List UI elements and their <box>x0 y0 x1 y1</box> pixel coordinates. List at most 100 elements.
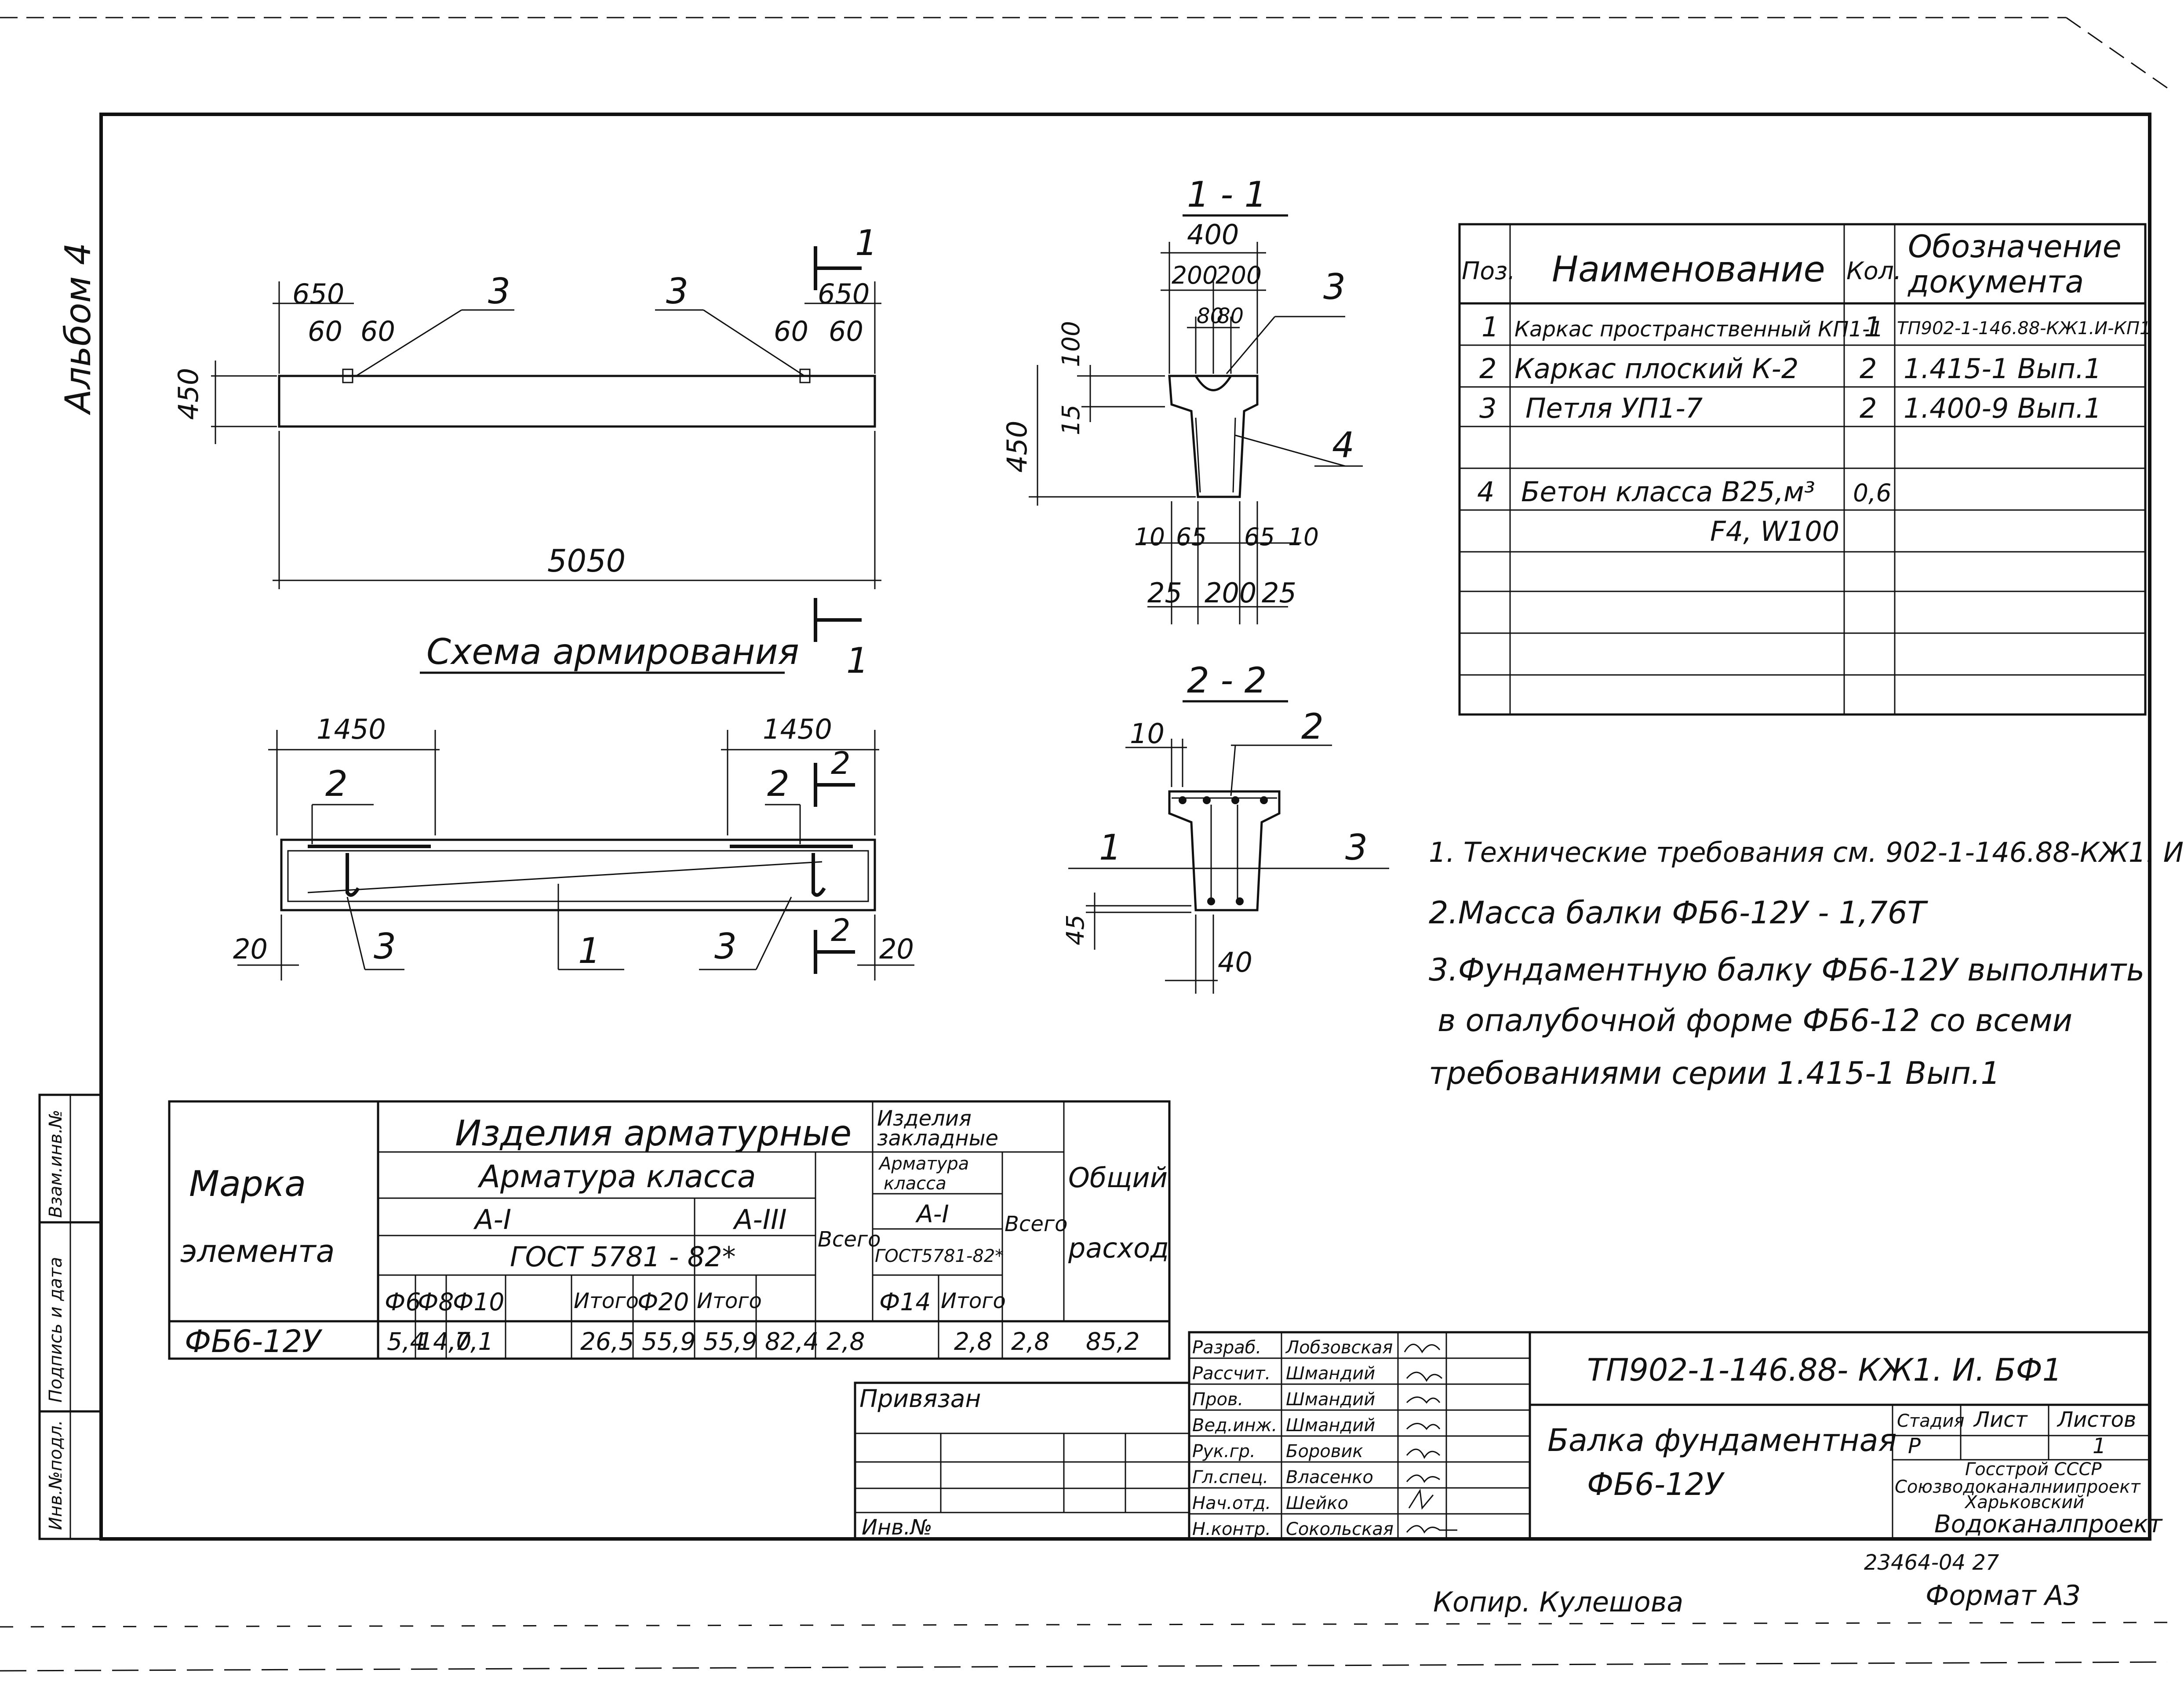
dim-height-450: 450 <box>172 368 204 420</box>
section-2-2-drawing <box>1068 739 1389 994</box>
spec-r3-name: Петля УП1-7 <box>1525 392 1703 424</box>
steel-emb-class-1: Арматура <box>878 1154 969 1174</box>
steel-emb-total: Всего <box>1005 1212 1067 1236</box>
spec-r6-name: F4, W100 <box>1710 515 1839 547</box>
steel-col-total1: Итого <box>574 1289 639 1313</box>
tb-name-7: Шейко <box>1286 1493 1348 1513</box>
steel-embedded-2: закладные <box>877 1126 998 1151</box>
spec-r5-qty: 0,6 <box>1853 479 1891 507</box>
spec-r1-pos: 1 <box>1481 311 1499 343</box>
tb-stage: Р <box>1908 1434 1921 1458</box>
steel-overall-1: Общий <box>1068 1162 1168 1194</box>
tb-sheets-h: Листов <box>2057 1407 2136 1432</box>
s11-pos-4: 4 <box>1332 425 1354 466</box>
tb-name-1: Лобзовская <box>1285 1338 1393 1358</box>
footer-doc-no: 23464-04 27 <box>1864 1550 1999 1575</box>
steel-total: Всего <box>818 1227 881 1252</box>
steel-row-mark: ФБ6-12У <box>185 1323 323 1360</box>
spec-head-doc-2: документа <box>1907 264 2084 300</box>
album-label: Альбом 4 <box>58 243 98 416</box>
s11-dim-25a: 25 <box>1147 577 1182 609</box>
steel-col-f6: Ф6 <box>385 1288 421 1316</box>
footer-format: Формат А3 <box>1926 1579 2081 1611</box>
spec-r5-name: Бетон класса В25,м³ <box>1521 476 1815 508</box>
s22-pos-2: 2 <box>1301 706 1324 747</box>
s11-dim-400: 400 <box>1187 219 1239 251</box>
spec-r2-qty: 2 <box>1860 353 1877 385</box>
spec-r1-doc: ТП902-1-146.88-КЖ1.И-КП1 <box>1897 318 2151 339</box>
steel-mark-1: Марка <box>189 1163 306 1204</box>
steel-v-f10: 7,1 <box>455 1327 493 1356</box>
steel-v-emb-all: 2,8 <box>1011 1327 1049 1356</box>
steel-v-f6: 5,4 <box>387 1327 425 1356</box>
tb-name-5: Боровик <box>1286 1441 1363 1462</box>
pos-2-left: 2 <box>325 763 348 804</box>
tb-title-1: Балка фундаментная <box>1547 1422 1897 1458</box>
spec-r3-qty: 2 <box>1860 392 1877 424</box>
steel-emb-a1: А-I <box>915 1200 949 1228</box>
tb-org-4: Водоканалпроект <box>1934 1510 2163 1538</box>
s11-dim-65b: 65 <box>1244 523 1275 551</box>
section-mark-2-top: 2 <box>831 745 851 781</box>
steel-col-total3: Итого <box>941 1289 1006 1313</box>
tb-role-8: Н.контр. <box>1192 1519 1271 1539</box>
tb-name-8: Сокольская <box>1286 1519 1394 1539</box>
s11-dim-200a: 200 <box>1172 261 1218 289</box>
steel-overall-2: расход <box>1068 1232 1169 1264</box>
tb-org-2: Союзводоканалниипроект <box>1895 1477 2141 1497</box>
steel-armature-products: Изделия арматурные <box>455 1113 852 1154</box>
spec-head-pos: Поз. <box>1462 257 1515 285</box>
steel-v-sum: 82,4 <box>765 1327 819 1356</box>
s11-dim-25b: 25 <box>1262 577 1296 609</box>
s11-dim-200b: 200 <box>1216 261 1262 289</box>
steel-v-total2: 55,9 <box>703 1327 757 1356</box>
section-mark-1-top: 1 <box>855 222 877 263</box>
tb-stage-h: Стадия <box>1897 1411 1964 1431</box>
s22-pos-3: 3 <box>1345 827 1368 868</box>
note-2: 2.Масса балки ФБ6-12У - 1,76Т <box>1429 895 1928 931</box>
pos-3-scheme-right: 3 <box>714 926 737 967</box>
privyazan-label: Привязан <box>859 1385 981 1413</box>
spec-head-doc: Обозначение <box>1908 229 2122 265</box>
steel-v-overall: 85,2 <box>1086 1327 1139 1356</box>
s11-dim-15: 15 <box>1057 405 1085 435</box>
s11-dim-450: 450 <box>1001 421 1033 473</box>
section-mark-1-bottom: 1 <box>846 640 869 681</box>
s22-dim-10: 10 <box>1130 718 1165 750</box>
steel-emb-gost: ГОСТ5781-82* <box>875 1246 1004 1266</box>
tb-code: ТП902-1-146.88- КЖ1. И. БФ1 <box>1587 1352 2062 1388</box>
spec-r3-pos: 3 <box>1479 392 1496 424</box>
steel-col-total2: Итого <box>697 1289 762 1313</box>
steel-v-total1: 26,5 <box>580 1327 634 1356</box>
s11-dim-200: 200 <box>1205 577 1256 609</box>
steel-class-a1: А-I <box>473 1203 511 1236</box>
tb-name-6: Власенко <box>1286 1467 1373 1487</box>
note-3: 3.Фундаментную балку ФБ6-12У выполнить <box>1429 952 2144 988</box>
tb-title-2: ФБ6-12У <box>1587 1466 1725 1502</box>
dim-20-left: 20 <box>233 933 268 965</box>
tb-role-1: Разраб. <box>1192 1338 1261 1358</box>
spec-head-qty: Кол. <box>1846 257 1901 285</box>
reinforcement-scheme <box>237 730 914 981</box>
s11-dim-10b: 10 <box>1288 523 1319 551</box>
dim-left-650: 650 <box>292 278 344 310</box>
spec-r2-doc: 1.415-1 Вып.1 <box>1904 353 2101 385</box>
s22-dim-40: 40 <box>1218 946 1252 978</box>
s22-dim-45: 45 <box>1061 915 1089 945</box>
tb-name-4: Шмандий <box>1286 1415 1375 1436</box>
tb-role-5: Рук.гр. <box>1192 1441 1256 1462</box>
tb-role-6: Гл.спец. <box>1192 1467 1268 1487</box>
stamp-replaced-inv: Взам.инв.№ <box>46 1110 66 1218</box>
s11-dim-80b: 80 <box>1217 304 1244 328</box>
schema-title: Схема армирования <box>426 631 799 672</box>
steel-emb-class-2: класса <box>884 1174 946 1194</box>
dim-right-650: 650 <box>818 278 870 310</box>
beam-top-view <box>211 246 881 642</box>
tb-role-7: Нач.отд. <box>1192 1493 1271 1513</box>
note-3b: в опалубочной форме ФБ6-12 со всеми <box>1438 1002 2072 1039</box>
s11-dim-65a: 65 <box>1176 523 1207 551</box>
tb-name-3: Шмандий <box>1286 1389 1375 1410</box>
steel-table-grid <box>168 1100 1171 1360</box>
spec-table-grid <box>1458 223 2147 716</box>
